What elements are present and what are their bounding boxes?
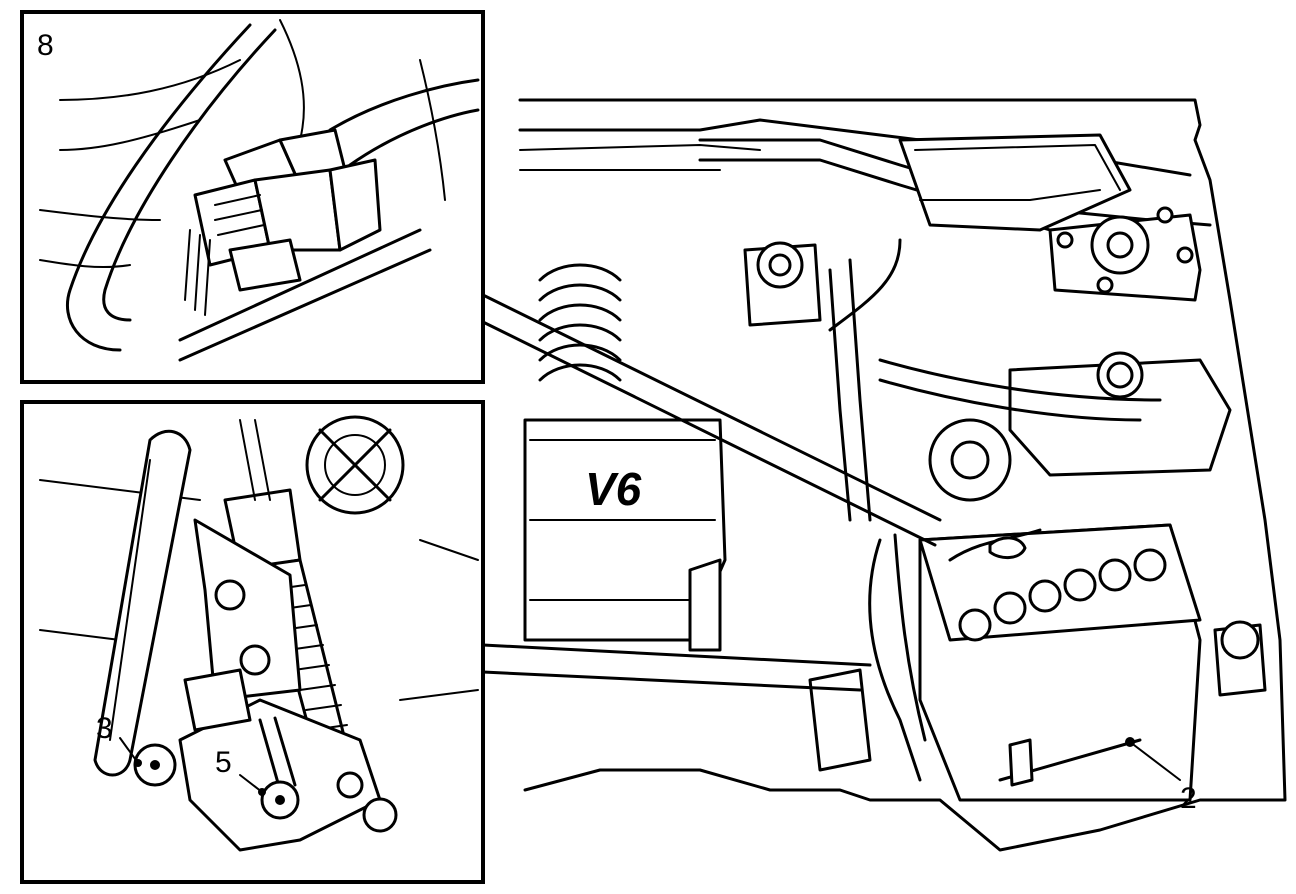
engine-badge-text: V6 [585, 463, 642, 515]
brake-fluid-reservoir [743, 241, 822, 327]
support-arm [93, 429, 192, 777]
inset-bottom-number-5: 5 [215, 746, 232, 779]
engine-cover: V6 [523, 418, 727, 652]
bolt-3 [133, 743, 177, 787]
inset-top-leader [481, 293, 942, 522]
inset-leader-lines [481, 293, 942, 692]
inset-bottom-number-3: 3 [96, 712, 113, 745]
inset-connector-detail: 8 [20, 10, 485, 384]
strut-tower-right [1048, 206, 1202, 302]
inset-bottom-leader [481, 643, 872, 667]
air-intake-box [898, 133, 1132, 232]
filler-cap [305, 415, 405, 515]
electrical-connector [184, 128, 382, 316]
body-outline [518, 98, 1287, 852]
inset-bracket-detail: 3 5 [20, 400, 485, 884]
main-engine-bay-view: V6 [518, 98, 1287, 852]
callout-2-number: 2 [1180, 782, 1197, 815]
callout-2-leader [1129, 741, 1181, 781]
mounting-bracket [178, 518, 382, 852]
inset-top-number: 8 [37, 29, 54, 62]
coolant-reservoir [928, 351, 1232, 502]
bolt-5 [258, 780, 300, 820]
battery [918, 523, 1202, 802]
intake-hose-ribbed [538, 263, 622, 382]
